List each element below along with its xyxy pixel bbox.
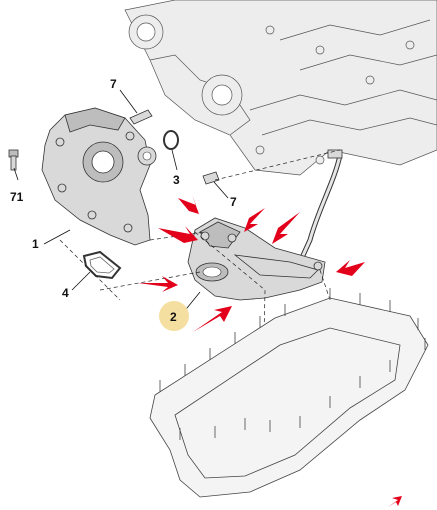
red-arrow-4 xyxy=(272,212,300,244)
callout-7-upper: 7 xyxy=(110,77,117,91)
callout-2: 2 xyxy=(170,310,177,324)
highlight-circle xyxy=(159,301,189,331)
oil-sump xyxy=(149,288,429,498)
red-arrow-5 xyxy=(336,260,365,276)
red-arrow-6 xyxy=(138,276,178,292)
red-arrow-1 xyxy=(178,195,199,214)
red-arrow-8 xyxy=(388,496,402,507)
indicator-arrows xyxy=(138,195,402,507)
gasket-4 xyxy=(82,250,122,280)
o-ring-3 xyxy=(163,130,179,150)
bolt-71 xyxy=(8,149,19,171)
dowel-7-upper xyxy=(129,109,153,125)
highlighted-callout-2[interactable]: 2 xyxy=(159,301,189,331)
oil-pickup-baffle xyxy=(187,217,326,301)
oil-pump xyxy=(41,107,157,246)
red-arrow-3 xyxy=(244,208,265,232)
red-arrow-2 xyxy=(158,226,198,243)
callout-1: 1 xyxy=(32,237,39,251)
red-arrow-7 xyxy=(193,306,232,332)
callout-71: 71 xyxy=(10,190,24,204)
engine-block xyxy=(124,0,437,176)
dowel-7-lower xyxy=(202,171,220,185)
callout-7-lower: 7 xyxy=(230,195,237,209)
callout-4: 4 xyxy=(62,286,69,300)
dipstick-tube xyxy=(297,149,343,264)
callout-3: 3 xyxy=(173,173,180,187)
